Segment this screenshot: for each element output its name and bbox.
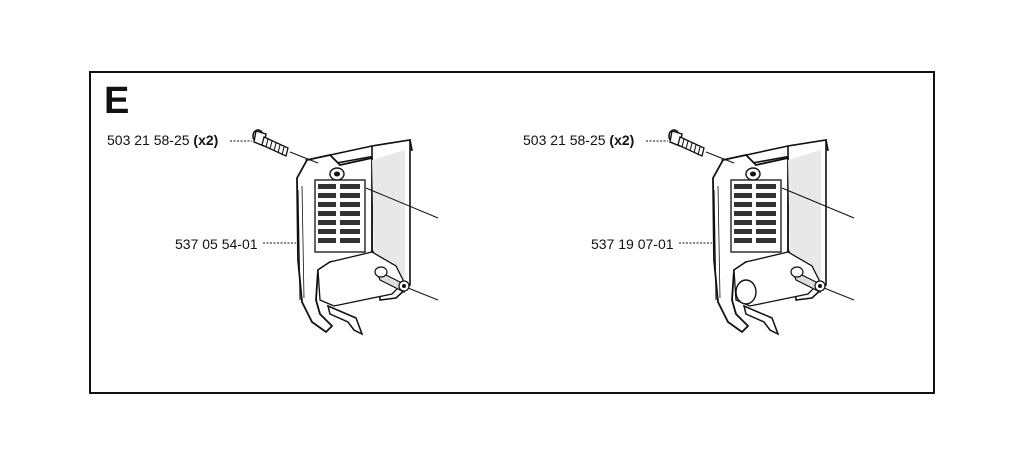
- leader-lines-left: [230, 140, 439, 301]
- cover-callout-right: 537 19 07-01: [591, 237, 674, 251]
- screw-callout-right: 503 21 58-25 (x2): [523, 133, 634, 147]
- cover-callout-left: 537 05 54-01: [175, 237, 258, 251]
- screw-left: [252, 129, 289, 157]
- screw-part-number: 503 21 58-25: [107, 132, 190, 148]
- cover-right: [712, 139, 829, 335]
- screw-part-number: 503 21 58-25: [523, 132, 606, 148]
- diagram-frame: [89, 71, 935, 394]
- cover-left: [296, 139, 413, 335]
- screw-callout-left: 503 21 58-25 (x2): [107, 133, 218, 147]
- cover-part-number: 537 19 07-01: [591, 236, 674, 252]
- leader-lines-right: [646, 140, 855, 301]
- screw-quantity: (x2): [609, 132, 635, 148]
- screw-quantity: (x2): [193, 132, 219, 148]
- section-letter: E: [104, 80, 130, 122]
- cover-part-number: 537 05 54-01: [175, 236, 258, 252]
- screw-right: [668, 129, 705, 157]
